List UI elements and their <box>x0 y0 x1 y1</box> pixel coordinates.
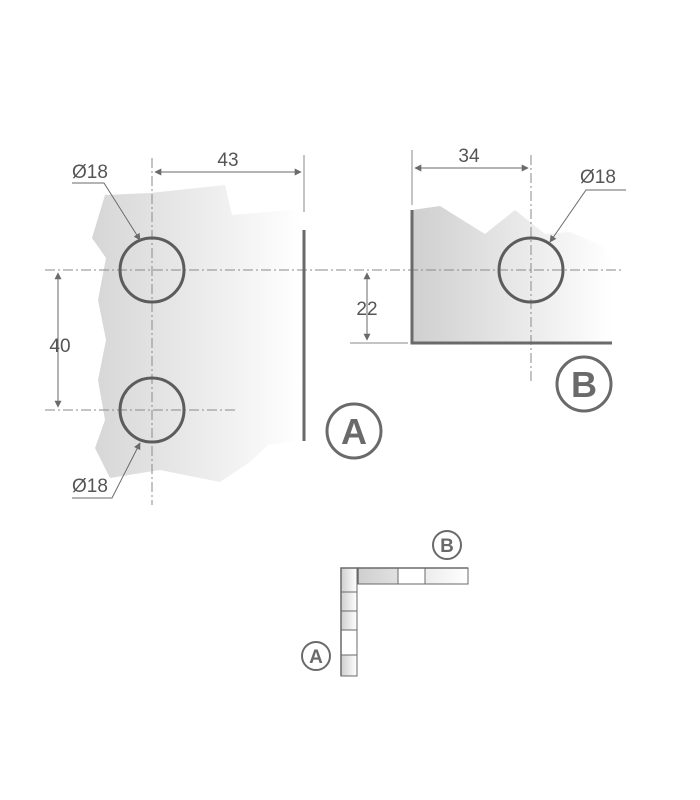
panel-a-vertical-dimension: 40 <box>49 336 70 357</box>
panel-a-badge <box>325 402 383 460</box>
panel-a-horizontal-dimension: 43 <box>217 150 238 171</box>
panel-a-top-hole <box>118 236 186 304</box>
panel-b-badge-letter: B <box>571 364 597 405</box>
panel-a-bottom-hole <box>118 376 186 444</box>
panel-b-hole <box>497 236 565 304</box>
panel-b-hole-label: Ø18 <box>580 167 616 188</box>
panel-a-badge-letter: A <box>341 411 367 452</box>
panel-a: 43 40 Ø18 Ø18 A <box>45 150 383 505</box>
assembly-badge-a <box>301 641 331 671</box>
panel-b-vertical-dimension: 22 <box>356 299 377 320</box>
assembly-panel-a <box>340 567 358 677</box>
assembly-corner-frame <box>340 567 359 676</box>
assembly-badge-b <box>432 530 462 560</box>
assembly-panel-a-cutout <box>340 629 358 656</box>
panel-b-glass <box>412 206 612 343</box>
panel-a-glass <box>92 185 302 482</box>
panel-a-bottom-hole-leader <box>72 442 141 499</box>
panel-b-edge <box>410 210 612 345</box>
assembly-panel-b-cutout <box>397 567 426 585</box>
panel-b-badge <box>555 355 613 413</box>
panel-b-hole-leader <box>549 189 626 243</box>
panel-b: 34 22 Ø18 B <box>318 146 626 413</box>
panel-b-horizontal-dimension: 34 <box>458 146 480 167</box>
panel-a-bottom-hole-label: Ø18 <box>72 476 108 497</box>
panel-a-top-hole-label: Ø18 <box>72 162 108 183</box>
assembly-badge-a-letter: A <box>309 647 323 668</box>
assembly-badge-b-letter: B <box>440 536 454 557</box>
assembly-view: A B <box>301 530 469 677</box>
panel-a-top-hole-leader <box>72 182 141 241</box>
